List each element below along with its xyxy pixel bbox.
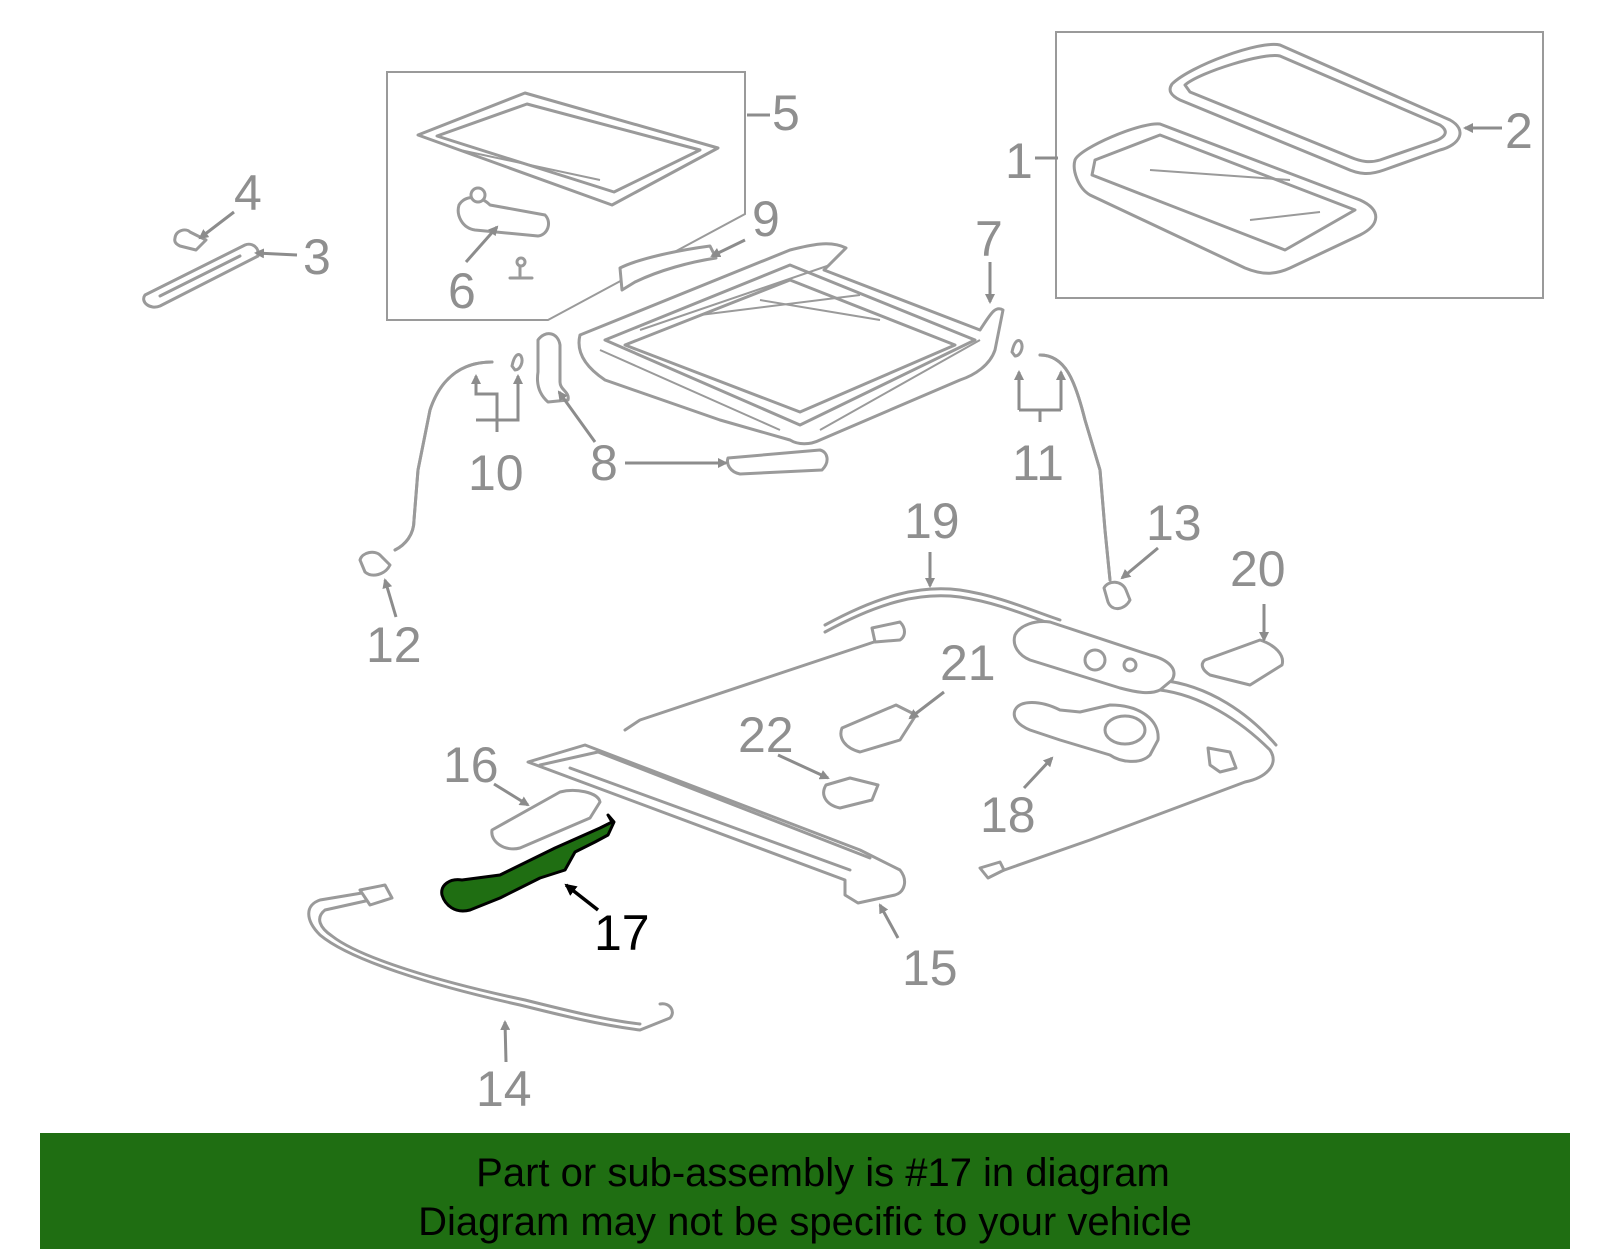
part-20-bracket <box>1200 638 1285 687</box>
callout-7: 7 <box>975 211 1003 267</box>
part-14-seal <box>307 883 674 1032</box>
callout-2: 2 <box>1505 103 1533 159</box>
glass-inset-box <box>1055 31 1544 299</box>
callout-11: 11 <box>1012 435 1064 491</box>
callout-1: 1 <box>1005 133 1033 189</box>
part-21-bracket <box>839 703 918 754</box>
part-9-deflector <box>618 244 718 292</box>
callout-8: 8 <box>590 435 618 491</box>
part-15-rail <box>526 743 907 905</box>
callout-3: 3 <box>303 229 331 285</box>
part-8-guide <box>536 332 829 476</box>
callout-17: 17 <box>594 905 650 961</box>
callout-13: 13 <box>1146 495 1202 551</box>
callout-19: 19 <box>904 493 960 549</box>
callout-5: 5 <box>772 85 800 141</box>
banner-line-part: Part or sub-assembly is #17 in diagram <box>476 1151 1170 1195</box>
callout-leaders <box>198 113 1502 1063</box>
part-22-block <box>822 776 880 810</box>
callout-15: 15 <box>902 940 958 996</box>
callout-9: 9 <box>752 191 780 247</box>
callout-22: 22 <box>738 707 794 763</box>
callout-18: 18 <box>980 787 1036 843</box>
banner-line-disclaimer: Diagram may not be specific to your vehi… <box>418 1200 1192 1244</box>
callout-21: 21 <box>940 635 996 691</box>
callout-6: 6 <box>448 263 476 319</box>
info-banner: Part or sub-assembly is #17 in diagram D… <box>40 1133 1570 1249</box>
callout-4: 4 <box>234 165 262 221</box>
part-10-12-drain <box>358 339 1024 577</box>
part-11-13-drain <box>1038 353 1132 610</box>
callout-numbers: 1 2 3 4 5 6 7 8 9 10 11 12 13 14 15 16 1… <box>234 85 1533 1117</box>
callout-20: 20 <box>1230 541 1286 597</box>
part-3-4-trim <box>142 228 260 309</box>
part-19-cable-assembly <box>623 587 1278 880</box>
sunshade-inset-box <box>386 71 746 321</box>
part-18-motor <box>1012 701 1160 763</box>
callout-12: 12 <box>366 617 422 673</box>
callout-16: 16 <box>443 737 499 793</box>
callout-10: 10 <box>468 445 524 501</box>
part-17-highlighted <box>440 813 616 913</box>
callout-14: 14 <box>476 1061 532 1117</box>
part-19-bracket <box>1012 620 1176 695</box>
part-7-sunroof-frame <box>577 242 1005 446</box>
part-16-slider <box>490 788 602 851</box>
